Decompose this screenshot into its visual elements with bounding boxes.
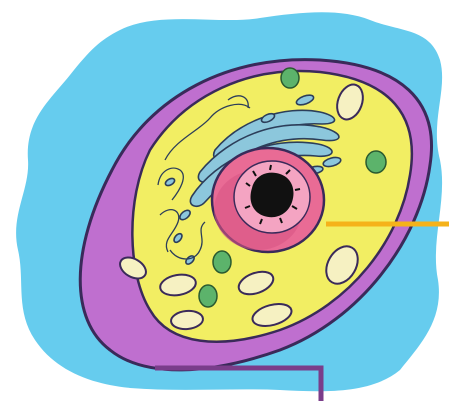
- nucleus: [212, 148, 324, 252]
